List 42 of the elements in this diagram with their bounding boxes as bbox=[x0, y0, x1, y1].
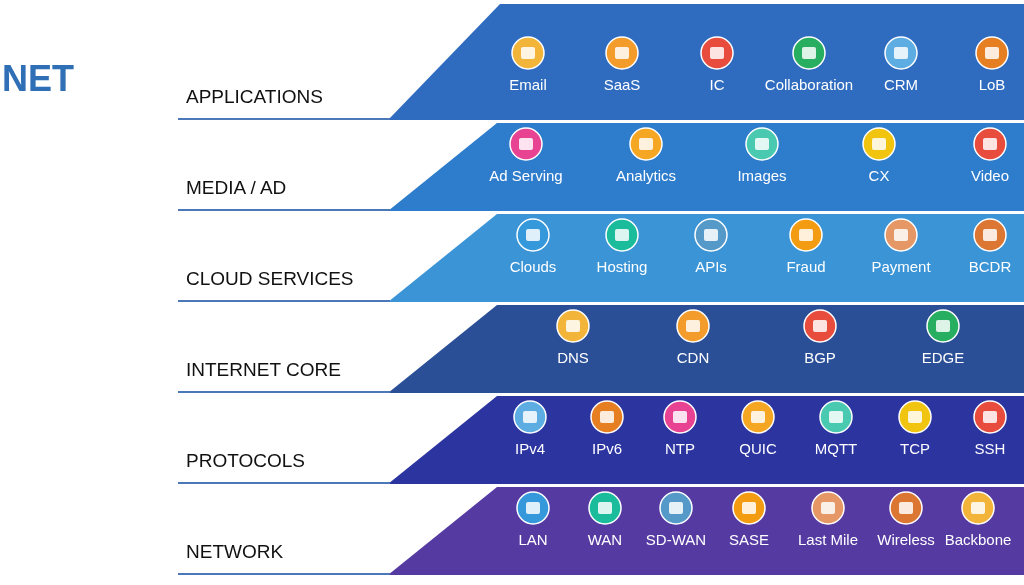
item-label: QUIC bbox=[739, 440, 777, 457]
item-label: Email bbox=[509, 76, 547, 93]
item-label: CDN bbox=[676, 349, 710, 366]
layer-label: APPLICATIONS bbox=[186, 86, 323, 108]
item-label: Payment bbox=[871, 258, 931, 275]
item-label: BGP bbox=[804, 349, 836, 366]
item-label: Collaboration bbox=[764, 76, 854, 93]
item-label: EDGE bbox=[921, 349, 965, 366]
item-label: Hosting bbox=[596, 258, 648, 275]
item-label: APIs bbox=[695, 258, 727, 275]
layer-label: CLOUD SERVICES bbox=[186, 268, 354, 290]
item-label: IPv6 bbox=[592, 440, 622, 457]
item-label: Analytics bbox=[616, 167, 676, 184]
layer-label: MEDIA / AD bbox=[186, 177, 287, 199]
item-label: Images bbox=[737, 167, 787, 184]
item-label: Fraud bbox=[786, 258, 826, 275]
title: NET bbox=[2, 58, 74, 100]
item-label: CX bbox=[868, 167, 890, 184]
item-label: SaaS bbox=[603, 76, 641, 93]
item-label: SSH bbox=[974, 440, 1006, 457]
item-label: IPv4 bbox=[515, 440, 545, 457]
item-label: Backbone bbox=[944, 531, 1012, 548]
layer-label: NETWORK bbox=[186, 541, 284, 563]
item-label: IC bbox=[709, 76, 725, 93]
item-label: WAN bbox=[587, 531, 623, 548]
layer-label: PROTOCOLS bbox=[186, 450, 305, 472]
item-label: Clouds bbox=[509, 258, 557, 275]
item-label: LAN bbox=[518, 531, 548, 548]
item-label: BCDR bbox=[968, 258, 1012, 275]
item-label: NTP bbox=[665, 440, 695, 457]
item-label: DNS bbox=[557, 349, 589, 366]
item-label: LoB bbox=[978, 76, 1006, 93]
item-label: Wireless bbox=[877, 531, 935, 548]
item-label: TCP bbox=[900, 440, 930, 457]
item-label: SD-WAN bbox=[645, 531, 707, 548]
item-label: MQTT bbox=[814, 440, 858, 457]
item-label: Last Mile bbox=[798, 531, 858, 548]
item-label: Ad Serving bbox=[489, 167, 563, 184]
item-label: Video bbox=[970, 167, 1010, 184]
item-label: SASE bbox=[729, 531, 769, 548]
layer-label: INTERNET CORE bbox=[186, 359, 341, 381]
item-label: CRM bbox=[883, 76, 919, 93]
